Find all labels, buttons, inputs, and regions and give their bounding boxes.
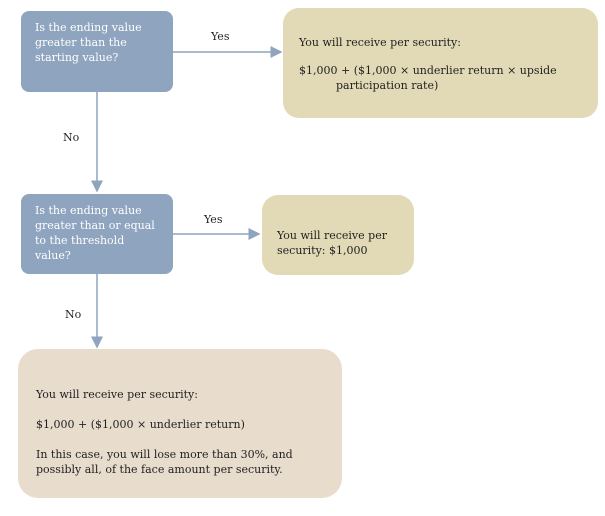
outcome-face-amount-text: You will receive per security: $1,000 [277,229,387,257]
no-label: No [63,131,80,144]
yes-label: Yes [204,213,223,226]
outcome-upside-intro: You will receive per security: [299,36,461,49]
outcome-loss: You will receive per security: $1,000 + … [18,349,342,498]
question-ending-vs-threshold: Is the ending value greater than or equa… [21,194,173,274]
yes-label: Yes [211,30,230,43]
outcome-loss-formula: $1,000 + ($1,000 × underlier return) [36,418,245,431]
question-text: Is the ending value greater than or equa… [35,204,155,262]
question-ending-vs-starting: Is the ending value greater than the sta… [21,11,173,92]
outcome-upside-formula: $1,000 + ($1,000 × underlier return × up… [299,64,557,77]
no-label: No [65,308,82,321]
outcome-face-amount: You will receive per security: $1,000 [262,195,414,275]
outcome-loss-intro: You will receive per security: [36,388,198,401]
outcome-upside-formula-cont: participation rate) [336,79,439,92]
outcome-upside: You will receive per security: $1,000 + … [283,8,598,118]
outcome-loss-warning: In this case, you will lose more than 30… [36,448,293,476]
question-text: Is the ending value greater than the sta… [35,21,142,64]
